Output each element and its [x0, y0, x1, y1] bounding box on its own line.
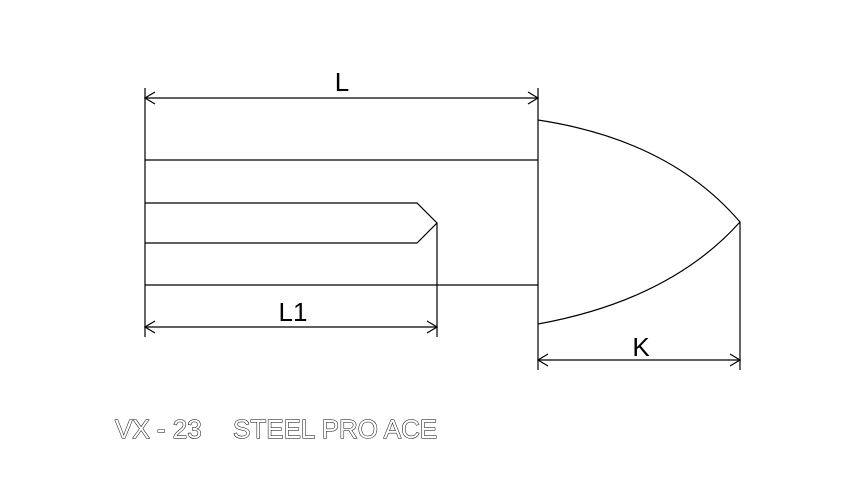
dimension-l1-label: L1: [279, 297, 308, 327]
nose-tip-outline: [537, 119, 741, 325]
dimension-l: [143, 91, 540, 105]
caption-model: VX - 23: [115, 414, 202, 444]
dimension-k-label: K: [632, 332, 650, 362]
dimension-l1: [143, 320, 439, 334]
dimension-k: [536, 353, 742, 367]
extension-lines: [144, 88, 741, 370]
caption-name: STEEL PRO ACE: [233, 414, 437, 444]
dimension-l-label: L: [335, 67, 349, 97]
barrel-body: [145, 120, 539, 324]
inner-bore: [145, 202, 438, 244]
